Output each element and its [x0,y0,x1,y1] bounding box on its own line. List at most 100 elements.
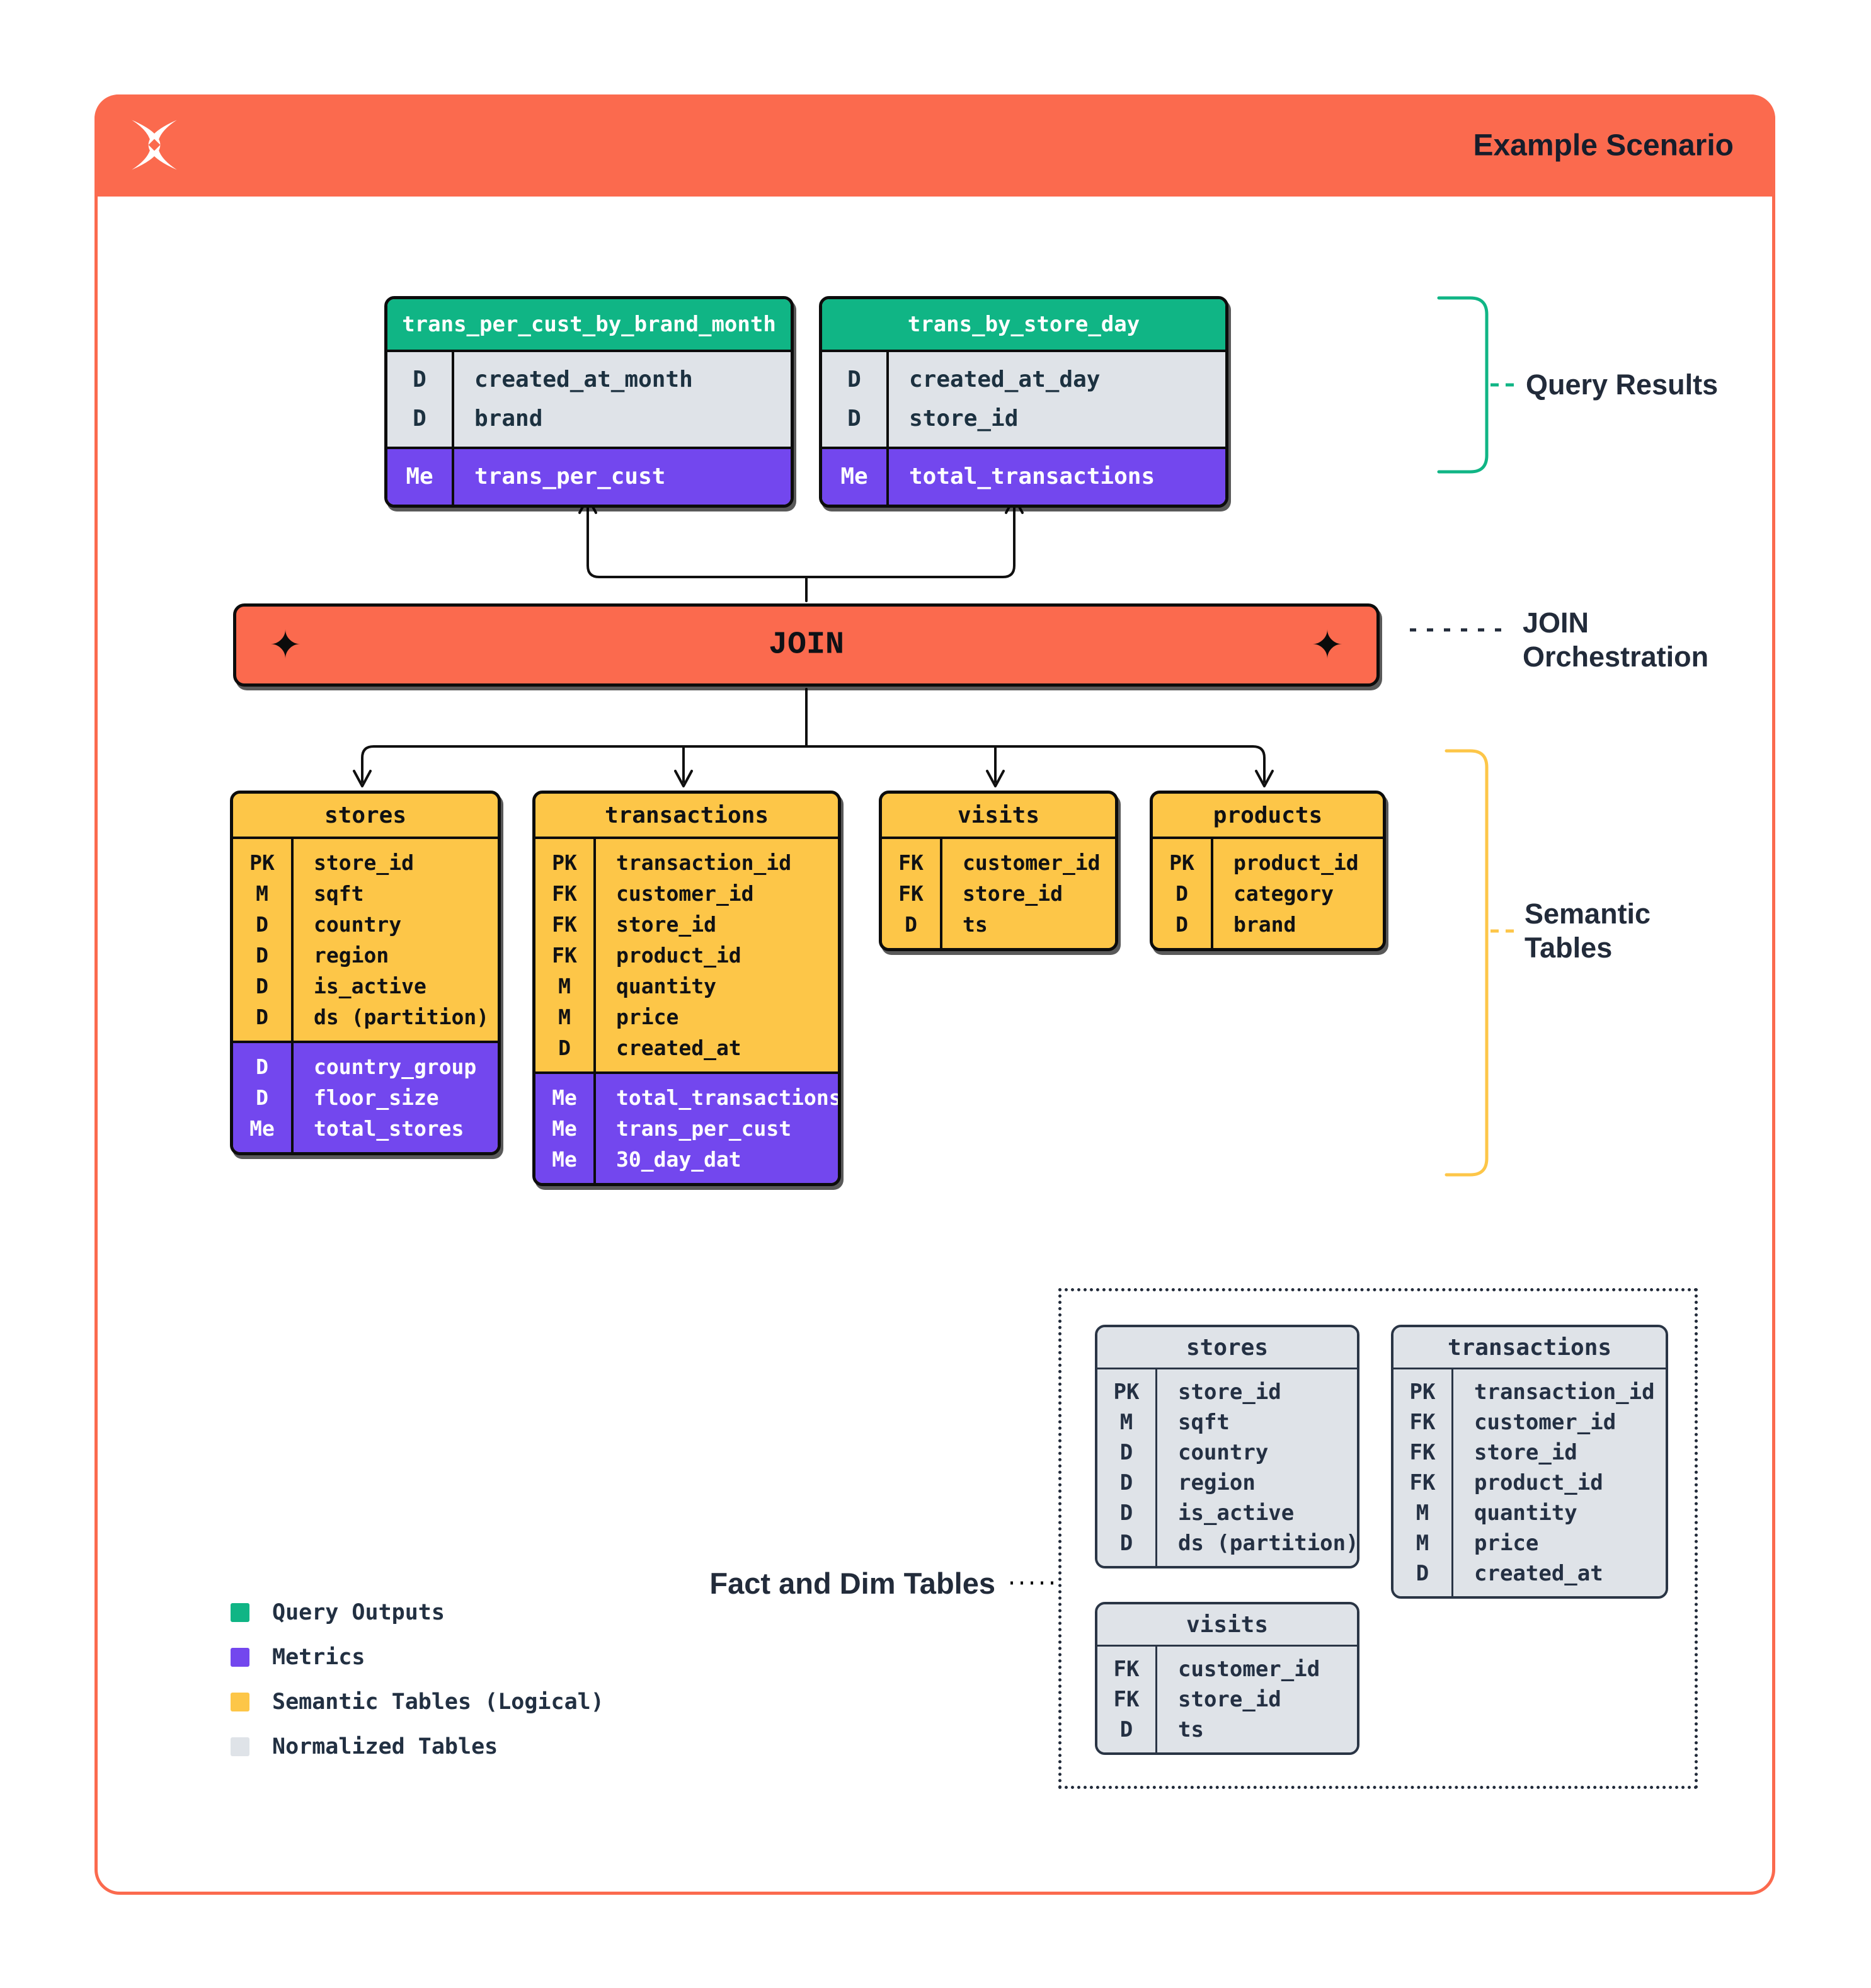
table-title: stores [233,794,498,839]
row-field: store_id [1178,1380,1281,1405]
row-key: Me [249,1116,275,1141]
row-key: FK [552,912,577,937]
row-key: Me [406,464,433,489]
row-key: D [413,367,426,392]
row-key: Me [552,1147,577,1172]
metric-rows: Me trans_per_cust [387,447,791,505]
key-column-divider [1155,1368,1157,1566]
row-key: D [905,912,917,937]
row-key: FK [1113,1657,1140,1682]
row-field: brand [474,406,543,431]
row-key: D [847,406,861,431]
table-title: visits [1097,1604,1357,1647]
row-key: D [1176,881,1188,906]
row-key: M [1119,1410,1133,1435]
legend-label: Normalized Tables [272,1734,498,1759]
row-key: D [256,1054,268,1079]
row-field: ds (partition) [314,1005,489,1029]
key-column-divider [1211,837,1213,948]
row-field: product_id [1233,850,1359,875]
metrics-swatch [231,1648,249,1667]
row-key: D [1416,1561,1429,1586]
row-field: created_at_month [474,367,693,392]
row-key: D [1119,1500,1133,1526]
row-field: trans_per_cust [474,464,666,489]
row-key: D [256,943,268,968]
row-key: FK [898,881,924,906]
row-field: store_id [1178,1687,1281,1712]
row-key: D [847,367,861,392]
table-title: visits [882,794,1115,839]
row-key: PK [1169,850,1194,875]
row-field: is_active [1178,1500,1295,1526]
row-field: sqft [314,881,364,906]
row-key: FK [1409,1440,1436,1465]
row-key: D [256,1085,268,1110]
row-field: customer_id [1178,1657,1320,1682]
normalized-tables-box [1058,1288,1698,1789]
table-title: transactions [1393,1327,1666,1369]
row-field: sqft [1178,1410,1230,1435]
query-results-label: Query Results [1526,368,1719,401]
row-field: customer_id [963,850,1101,875]
row-field: store_id [314,850,414,875]
legend-item-normalized-tables: Normalized Tables [231,1734,604,1759]
row-field: store_id [1474,1440,1577,1465]
query-outputs-swatch [231,1603,249,1622]
row-field: 30_day_dat [616,1147,741,1172]
legend-item-semantic-tables: Semantic Tables (Logical) [231,1689,604,1715]
row-field: price [1474,1531,1539,1556]
row-key: FK [1409,1410,1436,1435]
row-key: M [256,881,268,906]
row-key: FK [552,943,577,968]
key-column-divider [940,837,942,948]
row-field: country_group [314,1054,477,1079]
page-title: Example Scenario [1473,129,1734,163]
table-title: products [1153,794,1383,839]
row-field: product_id [616,943,741,968]
key-column-divider [886,350,889,505]
legend-label: Query Outputs [272,1600,445,1625]
row-key: D [256,974,268,998]
key-column-divider [1451,1368,1453,1596]
row-field: total_transactions [909,464,1155,489]
diamond-icon: ✦ [1311,622,1344,668]
row-field: transaction_id [1474,1380,1655,1405]
row-field: quantity [616,974,716,998]
row-key: FK [1409,1470,1436,1495]
row-key: PK [552,850,577,875]
row-field: floor_size [314,1085,439,1110]
table-title: stores [1097,1327,1357,1369]
row-field: store_id [616,912,716,937]
row-key: M [1416,1531,1429,1556]
key-column-divider [291,837,294,1152]
row-field: store_id [909,406,1019,431]
legend-item-query-outputs: Query Outputs [231,1600,604,1625]
row-field: customer_id [616,881,754,906]
row-field: country [1178,1440,1269,1465]
row-field: store_id [963,881,1063,906]
table-title: trans_per_cust_by_brand_month [387,299,791,352]
row-key: D [1119,1440,1133,1465]
legend-item-metrics: Metrics [231,1645,604,1670]
row-field: transaction_id [616,850,792,875]
fact-dim-tables-label: Fact and Dim Tables [709,1567,995,1600]
key-column-divider [593,837,596,1183]
table-title: trans_by_store_day [822,299,1225,352]
normalized-tables-swatch [231,1737,249,1756]
